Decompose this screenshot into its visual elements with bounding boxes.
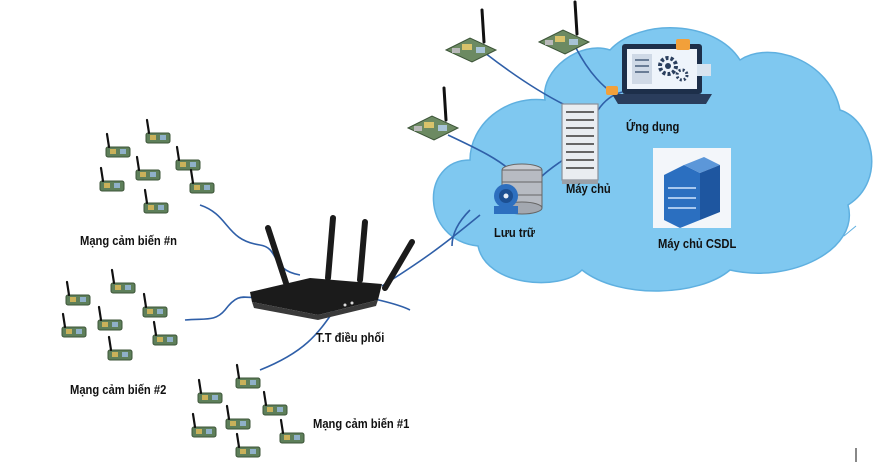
sensor-network-n [98, 118, 216, 215]
label-db-server: Máy chủ CSDL [658, 236, 737, 251]
sensor-network-2 [60, 268, 179, 362]
datacenter-icon [653, 148, 731, 228]
database-disk-icon [494, 163, 543, 215]
label-sensor-network-n: Mạng cảm biến #n [80, 233, 177, 248]
label-sensor-network-1: Mạng cảm biến #1 [313, 416, 410, 431]
router-icon [250, 215, 415, 320]
cloud [432, 27, 873, 292]
sensor-network-1 [190, 363, 306, 459]
label-app: Ứng dụng [626, 119, 680, 134]
edge-mark [843, 225, 857, 237]
laptop-gear-icon [606, 39, 712, 104]
label-storage: Lưu trữ [494, 225, 536, 240]
label-server: Máy chủ [566, 181, 611, 196]
server-rack-icon [561, 103, 599, 184]
label-coordinator: T.T điều phối [316, 330, 385, 345]
label-sensor-network-2: Mạng cảm biến #2 [70, 382, 167, 397]
